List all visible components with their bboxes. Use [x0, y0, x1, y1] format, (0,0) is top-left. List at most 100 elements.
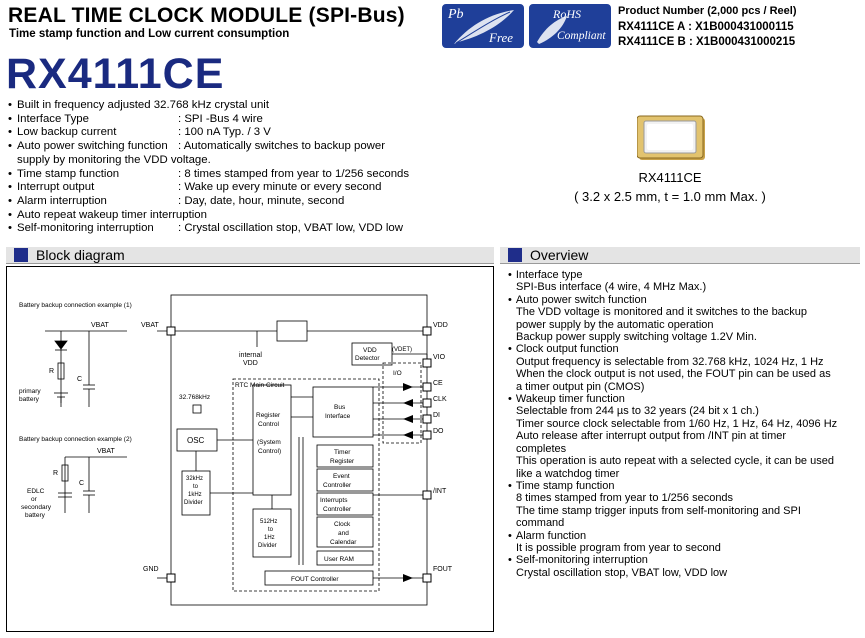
block-diagram-svg: Battery backup connection example (1) VB… — [19, 294, 453, 606]
interrupts-controller-label: Interrupts — [320, 497, 348, 504]
diagram-r-label: R — [49, 368, 54, 375]
block-diagram-title: Block diagram — [36, 247, 125, 263]
feature-value: : Wake up every minute or every second — [178, 181, 382, 194]
overview-line: power supply by the automatic operation — [516, 318, 714, 331]
divider2-label: 512Hz — [260, 519, 277, 525]
diagram-edlc-label: battery — [25, 512, 46, 519]
overview-heading: Wakeup timer function — [508, 393, 860, 405]
pb-free-line2: Free — [489, 30, 514, 45]
io-label: I/O — [393, 370, 402, 377]
event-controller-label: Event — [333, 473, 350, 480]
pb-free-line1: Pb — [448, 7, 464, 22]
bus-interface-label: Bus — [334, 404, 346, 411]
fout-controller-label: FOUT Controller — [291, 576, 339, 583]
feature-value: : 100 nA Typ. / 3 V — [178, 126, 271, 139]
section-marker-icon — [14, 248, 28, 262]
overview-line: Selectable from 244 µs to 32 years (24 b… — [516, 405, 759, 418]
product-number-item: RX4111CE A : X1B000431000115 — [618, 20, 794, 33]
clock-calendar-label: Clock — [334, 521, 351, 528]
overview-item: Auto power switch function The VDD volta… — [508, 294, 860, 344]
feature-value: : Crystal oscillation stop, VBAT low, VD… — [178, 222, 403, 235]
overview-line: like a watchdog timer — [516, 467, 620, 480]
overview-line: a timer output pin (CMOS) — [516, 380, 645, 393]
feature-row: Alarm interruption: Day, date, hour, min… — [8, 195, 409, 209]
block-diagram: Battery backup connection example (1) VB… — [6, 266, 494, 632]
rohs-logo: RoHS Compliant — [529, 4, 611, 48]
feature-value: : SPI -Bus 4 wire — [178, 112, 263, 125]
overview-heading: Clock output function — [508, 343, 860, 355]
overview-line: Output frequency is selectable from 32.7… — [516, 355, 824, 368]
leaf-icon — [454, 10, 514, 44]
bus-interface-label: Interface — [325, 413, 351, 420]
diagram-example2-label: Battery backup connection example (2) — [19, 436, 132, 443]
timer-register-label: Timer — [334, 449, 351, 456]
overview-heading: Self-monitoring interruption — [508, 554, 860, 566]
overview-item: Clock output function Output frequency i… — [508, 343, 860, 393]
pb-free-logo: Pb Free — [442, 4, 524, 48]
diagram-c-label: C — [77, 376, 82, 383]
overview-heading: Auto power switch function — [508, 294, 860, 306]
user-ram-label: User RAM — [324, 556, 354, 563]
feature-name: Self-monitoring interruption — [8, 222, 178, 236]
register-control-label: (System — [257, 439, 281, 446]
internal-vdd-label: VDD — [243, 360, 258, 367]
feature-row: Low backup current: 100 nA Typ. / 3 V — [8, 126, 409, 140]
overview-item: Interface type SPI-Bus interface (4 wire… — [508, 269, 860, 294]
page-title: REAL TIME CLOCK MODULE (SPI-Bus) — [8, 4, 405, 27]
divider1-label: 32kHz — [186, 476, 203, 482]
vdet-label: (VDET) — [392, 347, 412, 353]
internal-vdd-label: internal — [239, 352, 262, 359]
diagram-r-label: R — [53, 470, 58, 477]
overview-item: Time stamp function 8 times stamped from… — [508, 480, 860, 530]
xtal-label: 32.768kHz — [179, 394, 210, 401]
overview-heading: Alarm function — [508, 530, 860, 542]
diagram-primary-label: battery — [19, 396, 40, 403]
diagram-edlc-label: secondary — [21, 504, 52, 511]
vdd-detector-label: VDD — [363, 347, 377, 354]
feature-name: Time stamp function — [8, 168, 178, 182]
rohs-line2: Compliant — [557, 30, 606, 42]
divider1-label: to — [193, 484, 199, 490]
product-number-heading: Product Number (2,000 pcs / Reel) — [618, 5, 797, 17]
diagram-primary-label: primary — [19, 388, 41, 395]
pin-vbat-label: VBAT — [141, 322, 159, 329]
register-control-label: Register — [256, 412, 281, 419]
diagram-edlc-label: EDLC — [27, 488, 45, 495]
feature-row: supply by monitoring the VDD voltage. — [8, 154, 409, 168]
overview-item: Wakeup timer function Selectable from 24… — [508, 393, 860, 480]
part-number: RX4111CE — [6, 50, 225, 98]
product-number-item: RX4111CE B : X1B000431000215 — [618, 36, 796, 48]
feature-row: Self-monitoring interruption: Crystal os… — [8, 222, 409, 236]
overview-line: completes — [516, 442, 567, 455]
pin-vio-label: VIO — [433, 354, 446, 361]
timer-register-label: Register — [330, 458, 355, 465]
feature-name: Auto power switching function — [8, 140, 178, 154]
vdd-detector-label: Detector — [355, 355, 380, 362]
section-marker-icon — [508, 248, 522, 262]
event-controller-label: Controller — [323, 482, 352, 489]
overview-content: Interface type SPI-Bus interface (4 wire… — [508, 269, 860, 579]
divider2-label: 1Hz — [264, 535, 275, 541]
overview-line: command — [516, 517, 565, 530]
diagram-vbat-label: VBAT — [91, 322, 109, 329]
pin-fout-label: FOUT — [433, 566, 453, 573]
divider2-label: Divider — [258, 543, 277, 549]
feature-name: Interface Type — [8, 113, 178, 127]
package-dimensions: ( 3.2 x 2.5 mm, t = 1.0 mm Max. ) — [574, 189, 766, 204]
diagram-example1-label: Battery backup connection example (1) — [19, 302, 132, 309]
overview-heading: Interface type — [508, 269, 860, 281]
feature-name: Auto repeat wakeup timer interruption — [17, 208, 207, 221]
diagram-vbat-label: VBAT — [97, 448, 115, 455]
pin-do-label: DO — [433, 428, 444, 435]
overview-line: It is possible program from year to seco… — [516, 541, 721, 554]
overview-line: Backup power supply switching voltage 1.… — [516, 331, 757, 344]
overview-line: Auto release after interrupt output from… — [516, 430, 787, 443]
feature-name: Low backup current — [8, 126, 178, 140]
feature-value: supply by monitoring the VDD voltage. — [17, 153, 211, 166]
rtc-main-label: RTC Main Circuit — [235, 382, 285, 389]
clock-calendar-label: Calendar — [330, 539, 357, 546]
pin-ce-label: CE — [433, 380, 443, 387]
feature-row: •Built in frequency adjusted 32.768 kHz … — [8, 99, 269, 111]
divider2-label: to — [268, 527, 274, 533]
overview-item: Self-monitoring interruption Crystal osc… — [508, 554, 860, 579]
